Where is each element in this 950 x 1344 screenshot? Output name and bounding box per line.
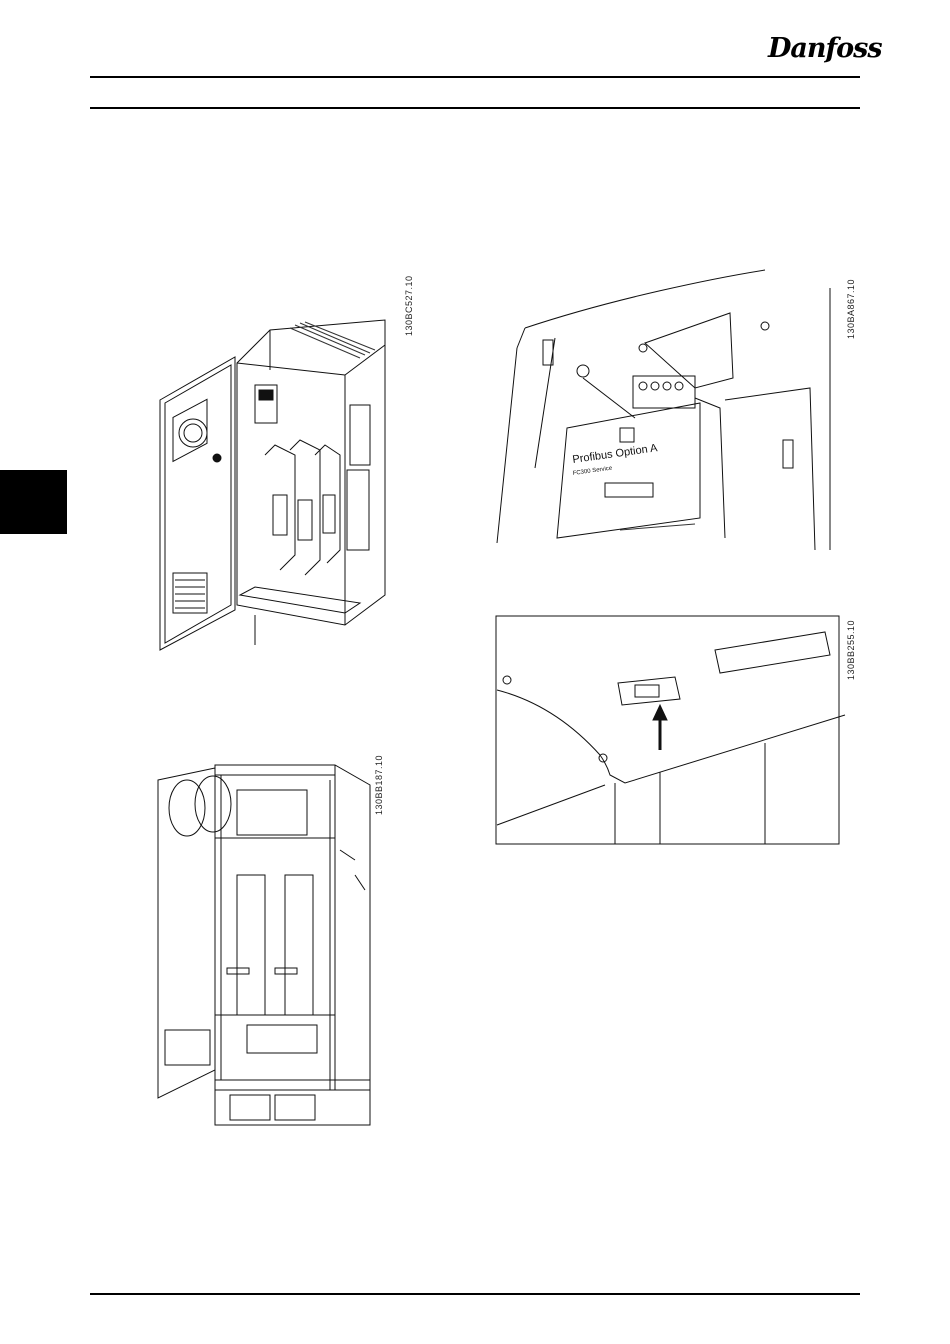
figure-code-2: 130BA867.10 [846, 279, 856, 339]
brand-logo: Danfoss [768, 28, 864, 70]
header-rule-top [90, 76, 860, 78]
figure-enclosure-rittal [155, 760, 390, 1130]
figure-drive-cabinet-open [155, 295, 395, 655]
profibus-service-label: FC300 Service [572, 465, 613, 477]
footer-rule [90, 1293, 860, 1295]
brand-logo-text: Danfoss [768, 33, 882, 64]
figure-top-connector [495, 615, 840, 845]
figure-code-1: 130BC527.10 [404, 275, 414, 336]
header-rule-bottom [90, 107, 860, 109]
profibus-module-title: Profibus Option A [572, 442, 659, 466]
figure-profibus-option: Profibus Option A FC300 Service [495, 268, 840, 550]
chapter-tab [0, 470, 67, 534]
figure-code-4: 130BB255.10 [846, 620, 856, 680]
figure-code-3: 130BB187.10 [374, 755, 384, 815]
